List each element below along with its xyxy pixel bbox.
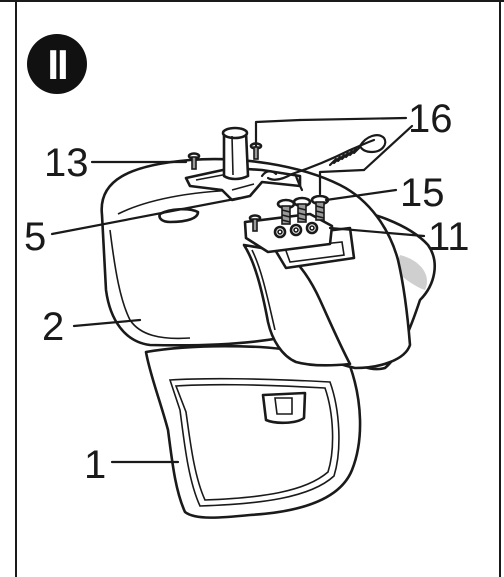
part-16-hex-keys [254, 118, 387, 196]
step-badge-label: II [47, 41, 66, 88]
part-2-main-body [100, 157, 436, 371]
part-15-screws [276, 194, 330, 225]
part-11-plate [243, 212, 334, 254]
leader-lines [50, 116, 426, 464]
screw-15b [292, 196, 312, 223]
screw-15a [276, 198, 296, 225]
callout-16: 16 [408, 97, 453, 141]
step-badge-circle [27, 34, 87, 94]
leader-15 [324, 188, 398, 202]
leader-5 [50, 196, 242, 236]
callout-labels: 16 13 15 5 11 2 1 [24, 97, 470, 487]
part-5-bracket [184, 166, 302, 202]
callout-11: 11 [428, 215, 470, 259]
leader-16b [362, 124, 414, 172]
callout-2: 2 [42, 305, 64, 349]
part-1-lower-shell [144, 344, 362, 519]
leader-2 [72, 318, 142, 328]
callout-1: 1 [84, 443, 106, 487]
leader-16a [298, 116, 408, 122]
actuator-column [221, 126, 250, 181]
callout-13: 13 [44, 141, 89, 185]
callout-15: 15 [400, 171, 445, 215]
screw-13a [187, 152, 201, 170]
screw-13c [248, 214, 262, 232]
step-badge: II [27, 34, 87, 94]
callout-5: 5 [24, 215, 46, 259]
leader-11 [328, 226, 426, 238]
